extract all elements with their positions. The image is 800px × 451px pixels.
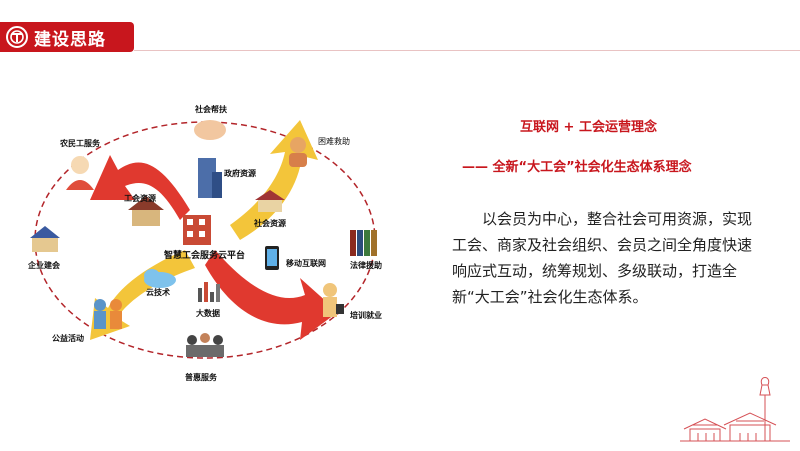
red-arrow-lower xyxy=(205,250,338,340)
node-union-resources: 工会资源 xyxy=(124,194,156,203)
concept-title: 互联网 + 工会运营理念 xyxy=(520,120,657,135)
concept-body: 以会员为中心，整合社会可用资源，实现工会、商家及社会组织、会员之间全角度快速响应… xyxy=(452,206,752,310)
node-government-resources: 政府资源 xyxy=(224,169,256,178)
node-inclusive-service: 普惠服务 xyxy=(185,373,217,382)
node-social-support: 社会帮扶 xyxy=(195,105,227,114)
node-social-resources: 社会资源 xyxy=(254,219,286,228)
node-migrant-worker-service: 农民工服务 xyxy=(60,139,100,148)
people-group-icon xyxy=(186,333,224,357)
platform-building-icon xyxy=(183,215,211,245)
section-title: 建设思路 xyxy=(34,29,106,50)
node-legal-aid: 法律援助 xyxy=(350,261,382,270)
government-building-icon xyxy=(198,158,222,198)
union-logo-icon xyxy=(6,26,28,48)
person-help-icon xyxy=(289,137,307,167)
node-training-employment: 培训就业 xyxy=(350,311,382,320)
node-hardship-aid: 困难救助 xyxy=(318,137,350,146)
house-icon-union xyxy=(128,196,164,226)
farmer-icon xyxy=(66,156,94,190)
node-cloud-tech: 云技术 xyxy=(146,288,170,297)
node-enterprise-union: 企业建会 xyxy=(28,261,60,270)
header-divider xyxy=(134,50,800,51)
red-arrow-upper xyxy=(90,155,190,220)
node-public-welfare: 公益活动 xyxy=(52,334,84,343)
landmark-decoration-icon xyxy=(680,377,790,442)
mobile-phone-icon xyxy=(265,246,279,270)
node-mobile-internet: 移动互联网 xyxy=(286,259,326,268)
platform-diagram: 社会帮扶 困难救助 农民工服务 政府资源 工会资源 社会资源 企业建会 移动互联… xyxy=(0,90,420,430)
diagram-graphics xyxy=(30,120,377,359)
bar-chart-icon xyxy=(198,282,220,302)
enterprise-house-icon xyxy=(30,226,60,252)
cloud-icon xyxy=(144,269,176,288)
volunteers-icon xyxy=(94,299,122,329)
trainee-icon xyxy=(323,283,344,317)
law-books-icon xyxy=(350,230,377,256)
house-icon-social xyxy=(255,190,285,212)
concept-subtitle: —— 全新“大工会”社会化生态体系理念 xyxy=(462,160,692,175)
handshake-icon xyxy=(194,120,226,140)
concept-body-text: 以会员为中心，整合社会可用资源，实现工会、商家及社会组织、会员之间全角度快速响应… xyxy=(452,210,753,306)
node-big-data: 大数据 xyxy=(196,309,220,318)
section-header: 建设思路 xyxy=(0,22,134,52)
center-platform-label: 智慧工会服务云平台 xyxy=(164,251,246,261)
